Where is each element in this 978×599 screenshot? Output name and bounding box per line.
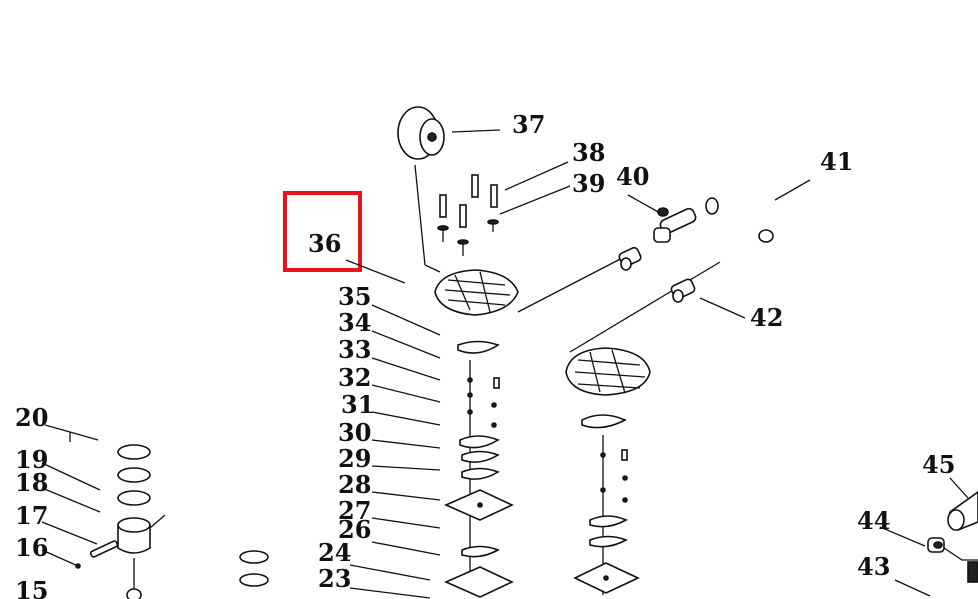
part-40-tee-fitting (653, 207, 697, 243)
highlight-box (283, 191, 362, 272)
callout-44: 44 (857, 506, 890, 535)
callout-27: 27 (338, 496, 371, 525)
callout-31: 31 (341, 390, 374, 419)
part-44-fitting (927, 537, 978, 583)
valve-stack-left (444, 340, 514, 598)
callout-38: 38 (572, 138, 605, 167)
callout-33: 33 (338, 335, 371, 364)
callout-30: 30 (338, 418, 371, 447)
leader-lines-left-stack (349, 304, 441, 599)
part-45-tube (947, 491, 978, 531)
part-41-pipe (705, 197, 774, 243)
callout-37: 37 (512, 110, 545, 139)
cylinder-head-left (434, 269, 519, 316)
callout-16: 16 (15, 533, 48, 562)
callout-39: 39 (572, 169, 605, 198)
callout-32: 32 (338, 363, 371, 392)
piston-assembly (89, 444, 166, 599)
callout-17: 17 (15, 501, 48, 530)
callout-36: 36 (308, 229, 341, 258)
elbow-fitting (618, 246, 642, 271)
callout-20: 20 (15, 403, 48, 432)
callout-28: 28 (338, 470, 371, 499)
callout-45: 45 (922, 450, 955, 479)
callout-40: 40 (616, 162, 649, 191)
callout-23: 23 (318, 564, 351, 593)
callout-35: 35 (338, 282, 371, 311)
part-42-fitting (670, 278, 696, 303)
callout-18: 18 (15, 468, 48, 497)
callout-42: 42 (750, 303, 783, 332)
callout-labels: 37 38 39 40 41 35 34 33 32 31 30 29 28 2… (15, 110, 955, 599)
ring-stack-middle (239, 550, 269, 587)
valve-stack-right (573, 414, 640, 595)
callout-15: 15 (15, 576, 48, 599)
part-37-knob (397, 106, 445, 160)
cylinder-head-right (565, 347, 651, 396)
callout-29: 29 (338, 444, 371, 473)
callout-43: 43 (857, 552, 890, 581)
part-38-39-bolts (437, 174, 499, 256)
leader-lines-piston (41, 424, 101, 569)
callout-24: 24 (318, 538, 351, 567)
callout-41: 41 (820, 147, 853, 176)
callout-26: 26 (338, 515, 371, 544)
callout-19: 19 (15, 445, 48, 474)
callout-34: 34 (338, 308, 371, 337)
